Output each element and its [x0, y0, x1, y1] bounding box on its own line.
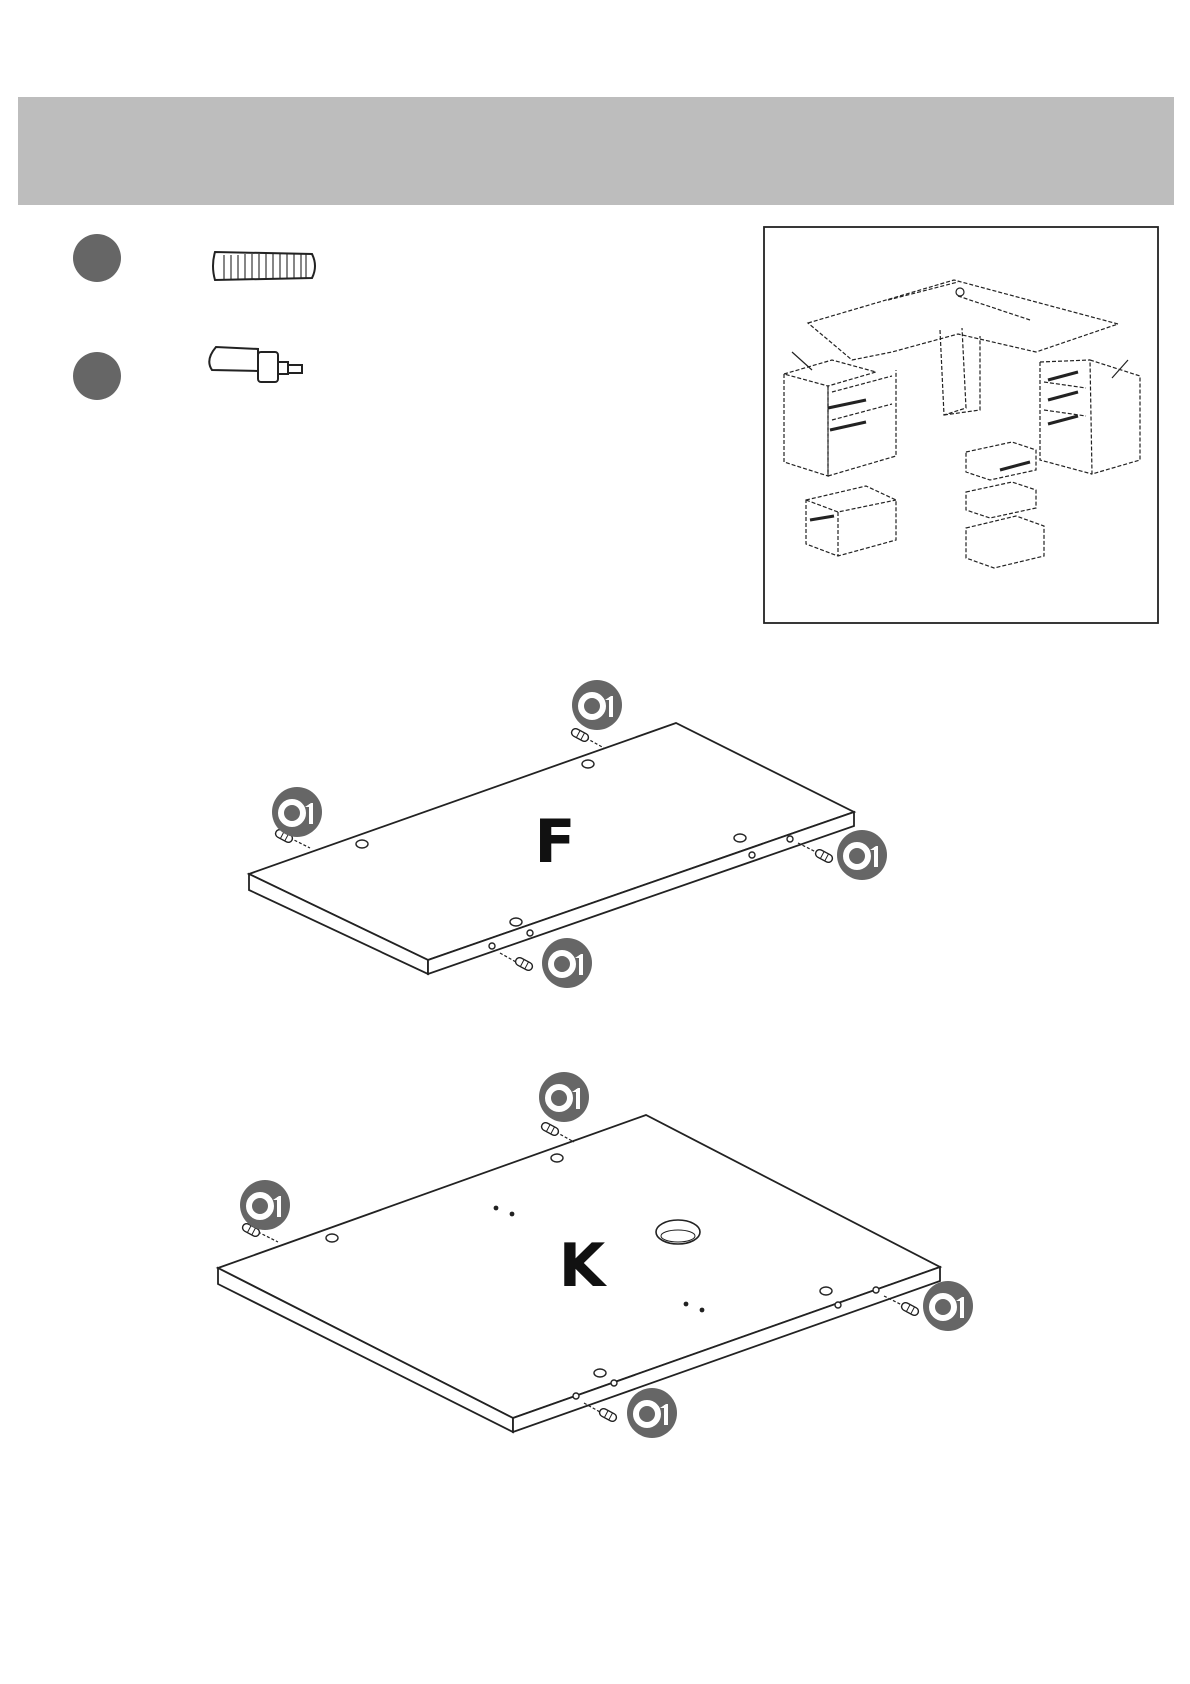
panel-f: F [249, 680, 887, 988]
part-badge-2 [73, 352, 121, 400]
panel-f-label: F [535, 807, 576, 877]
panel-k-label: K [559, 1231, 608, 1301]
panel-k: K [218, 1072, 973, 1438]
part-badge-1 [73, 234, 121, 282]
parts-list [73, 234, 315, 400]
desk-assembly-overview-icon [764, 227, 1158, 623]
cam-bolt-icon [209, 347, 302, 382]
fluted-dowel-icon [213, 252, 315, 280]
header-band [18, 97, 1174, 205]
